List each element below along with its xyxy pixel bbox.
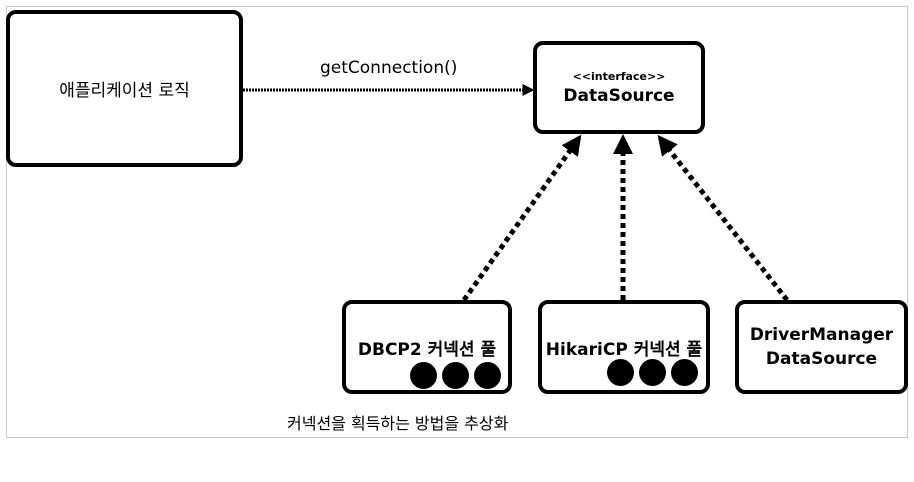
drivermanager-datasource-box: DriverManager DataSource — [735, 300, 908, 394]
connection-dot — [442, 362, 469, 389]
hikaricp-pool-label: HikariCP 커넥션 풀 — [545, 340, 703, 360]
interface-name: DataSource — [563, 85, 675, 106]
diagram-caption: 커넥션을 획득하는 방법을 추상화 — [287, 414, 509, 433]
connection-dot — [607, 359, 634, 386]
connection-dot — [639, 359, 666, 386]
get-connection-label: getConnection() — [320, 58, 458, 78]
connection-dot — [410, 362, 437, 389]
application-logic-box: 애플리케이션 로직 — [6, 10, 243, 167]
datasource-interface-box: <<interface>> DataSource — [533, 41, 705, 134]
drivermanager-line1: DriverManager — [749, 325, 894, 345]
drivermanager-line2: DataSource — [765, 349, 878, 369]
connection-dot — [474, 362, 501, 389]
connection-dot — [671, 359, 698, 386]
diagram-frame — [6, 6, 908, 438]
application-logic-label: 애플리케이션 로직 — [59, 81, 190, 101]
drivermanager-implements-arrow — [657, 134, 789, 302]
dbcp2-pool-label: DBCP2 커넥션 풀 — [357, 340, 497, 360]
interface-stereotype: <<interface>> — [572, 69, 666, 83]
dbcp2-implements-arrow — [461, 134, 582, 302]
